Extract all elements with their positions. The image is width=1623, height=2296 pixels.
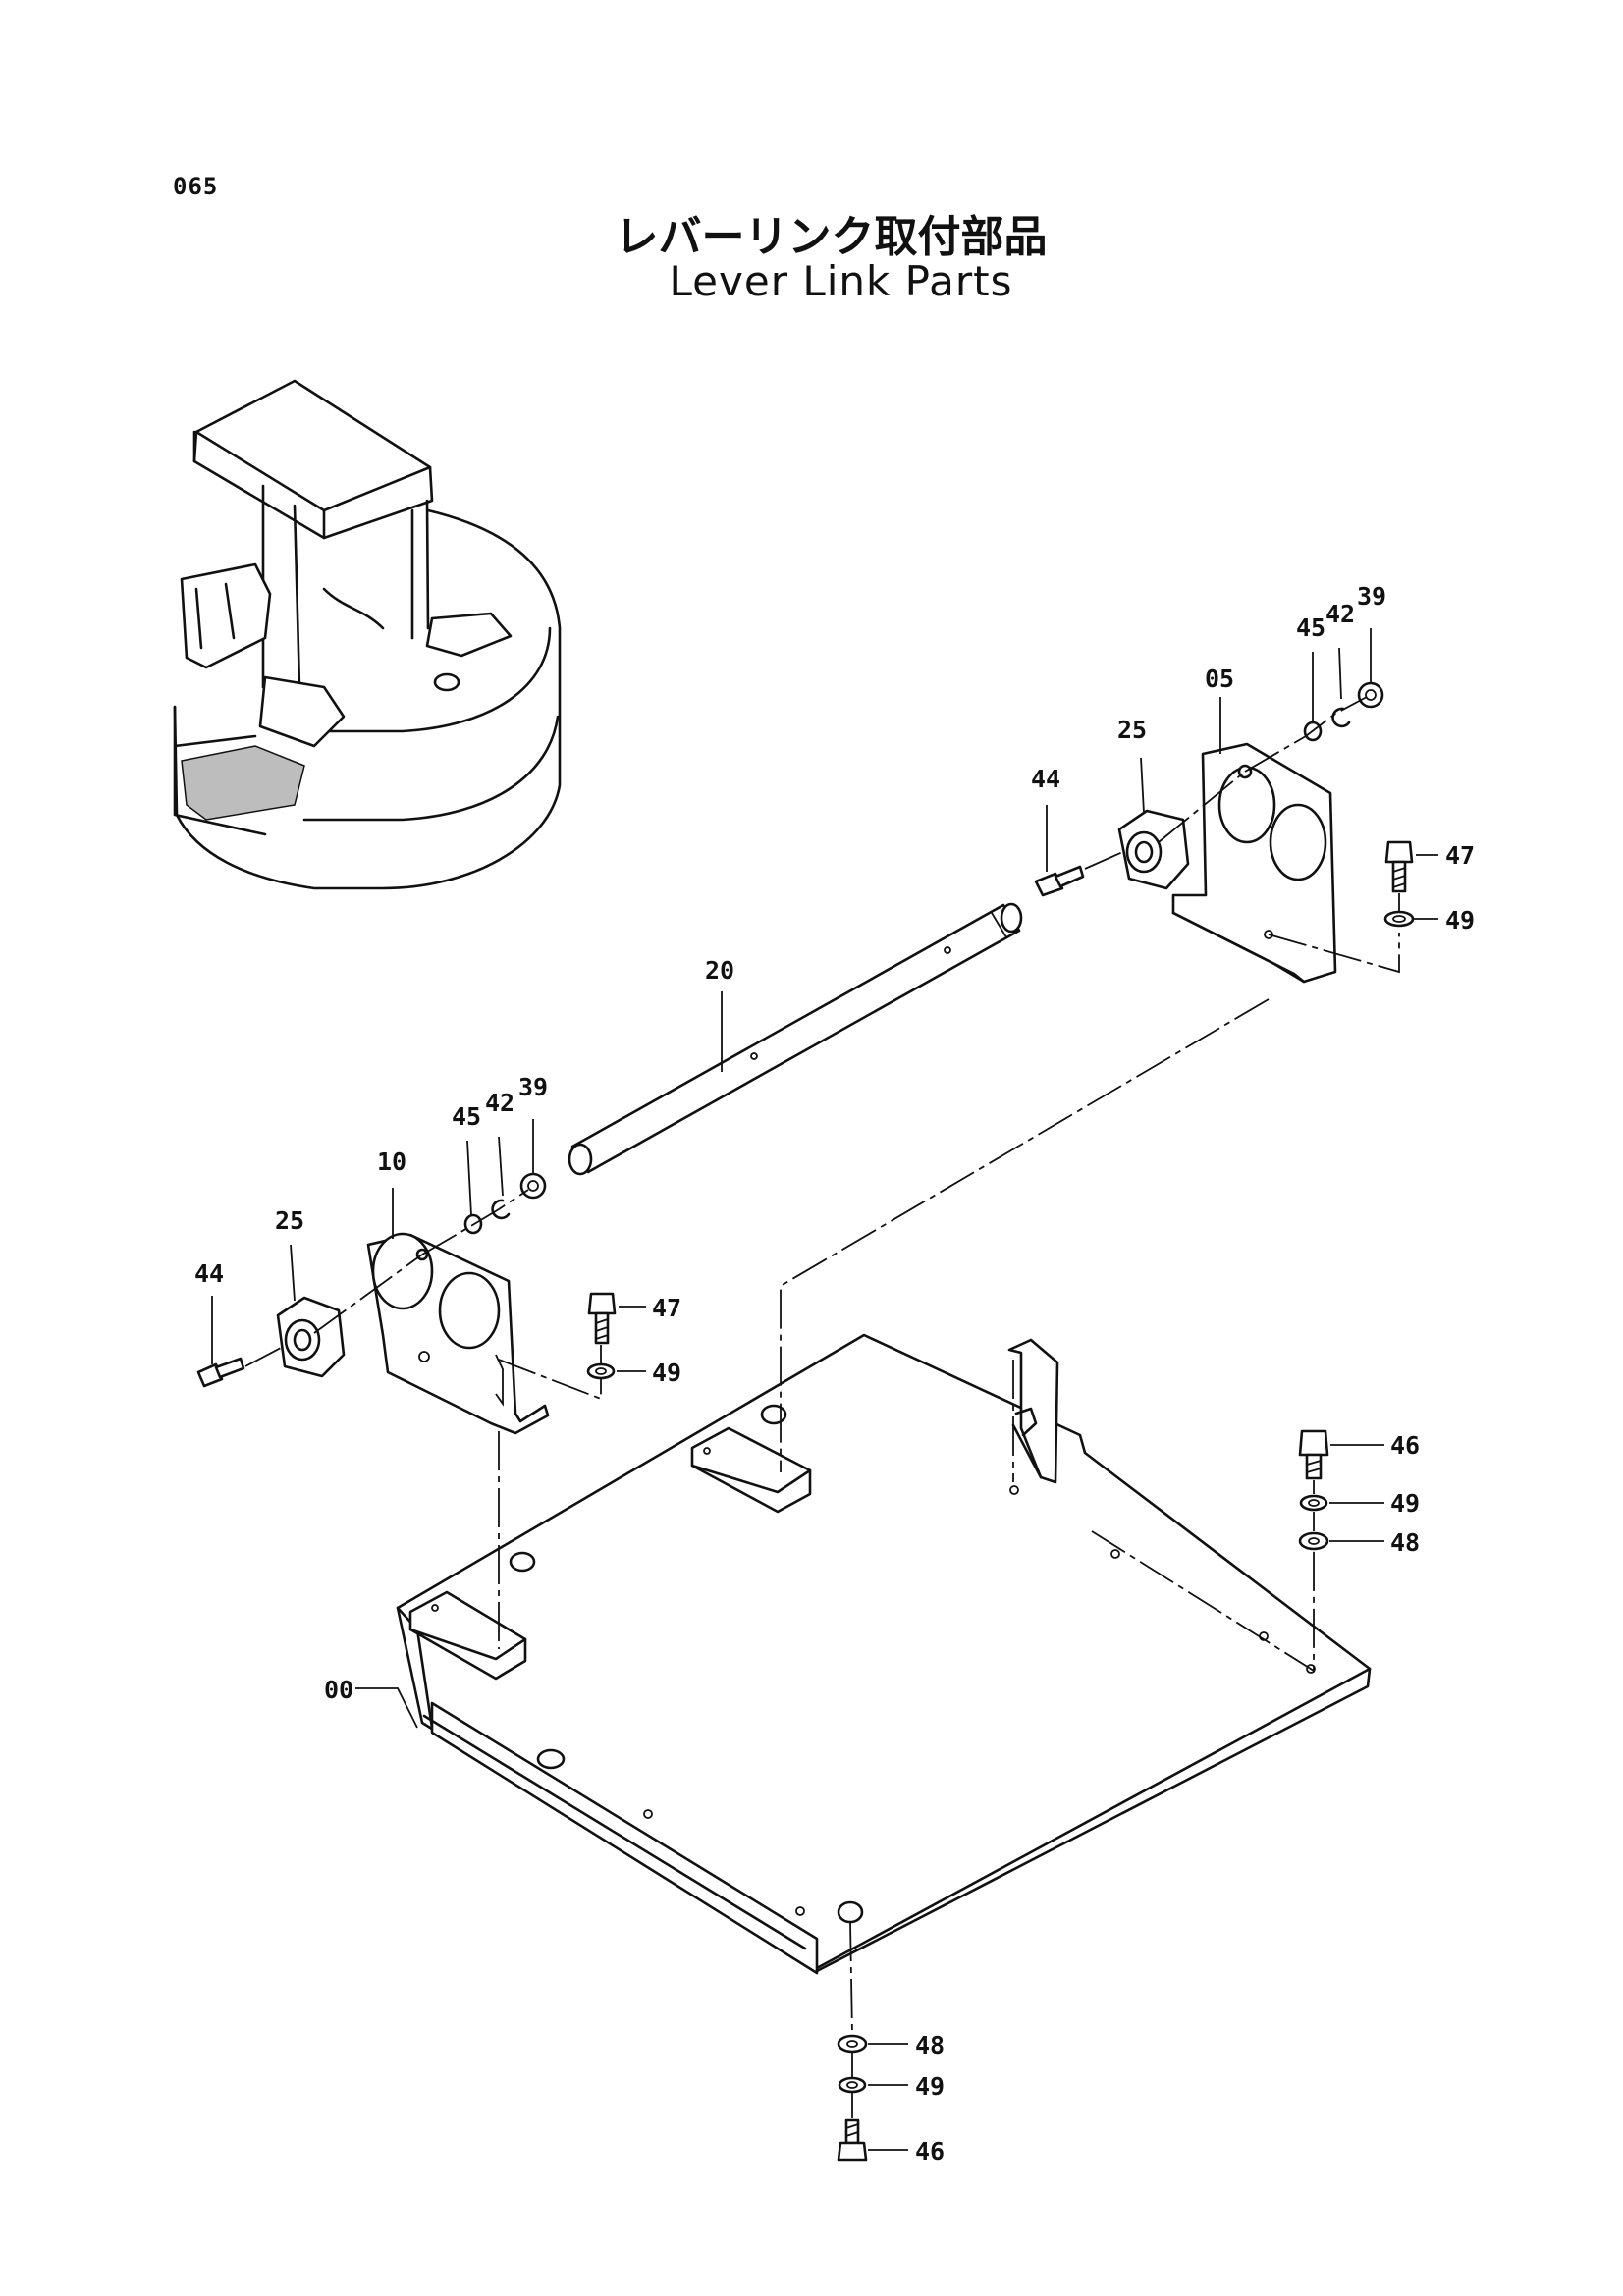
page-title-english: Lever Link Parts [669, 257, 1013, 305]
machine-overview-illustration [173, 379, 562, 890]
callout-labels: 39 42 45 05 25 44 47 49 20 39 42 45 10 2… [194, 582, 1475, 2165]
callout-39-right: 39 [1357, 582, 1386, 611]
callout-47-right: 47 [1445, 841, 1475, 870]
bolt-46-bottom [837, 2118, 868, 2162]
shaft-20 [568, 902, 1023, 1176]
callout-00: 00 [324, 1676, 353, 1704]
callout-42-right: 42 [1325, 600, 1355, 628]
callout-48-bottom: 48 [915, 2031, 945, 2059]
spring-washer-42-left [491, 1199, 511, 1220]
bracket-05 [1171, 742, 1337, 984]
callout-leaders [211, 628, 1438, 2151]
assembly-centerlines [244, 696, 1400, 2118]
washer-48-top [1298, 1531, 1329, 1551]
page-number: 065 [173, 173, 219, 200]
callout-49-top: 49 [1390, 1489, 1420, 1518]
callout-44-left: 44 [194, 1259, 224, 1288]
callout-47-left: 47 [652, 1294, 681, 1322]
callout-25-left: 25 [275, 1206, 304, 1235]
callout-49-right: 49 [1445, 906, 1475, 934]
base-plate-00 [396, 1333, 1372, 1975]
callout-10: 10 [377, 1148, 406, 1176]
flange-bearing-25-left [276, 1296, 346, 1378]
bolt-44-left [196, 1357, 245, 1388]
nut-39-left [519, 1172, 547, 1200]
washer-49-left [586, 1362, 616, 1380]
flange-bearing-25-right [1117, 809, 1190, 890]
callout-49-bottom: 49 [915, 2072, 945, 2101]
bolt-47-left [587, 1292, 617, 1345]
washer-49-bottom [838, 2076, 867, 2094]
callout-46-top: 46 [1390, 1431, 1420, 1460]
callout-42-left: 42 [485, 1089, 514, 1117]
callout-45-left: 45 [452, 1102, 481, 1131]
washer-48-bottom [837, 2034, 868, 2054]
callout-46-bottom: 46 [915, 2137, 945, 2165]
callout-44-right: 44 [1031, 765, 1060, 793]
callout-25-right: 25 [1117, 716, 1147, 744]
page-title-japanese: レバーリンク取付部品 [615, 212, 1048, 262]
callout-45-right: 45 [1296, 614, 1325, 642]
callout-20: 20 [705, 956, 734, 985]
spring-washer-42-right [1331, 707, 1351, 728]
bracket-10 [366, 1232, 550, 1435]
callout-39-left: 39 [518, 1073, 548, 1101]
callout-48-top: 48 [1390, 1528, 1420, 1557]
bolt-44-right [1034, 865, 1085, 897]
bolt-47-right [1384, 840, 1414, 893]
washer-49-top [1299, 1494, 1328, 1512]
bolt-46-top [1298, 1429, 1329, 1480]
nut-39-right [1357, 681, 1384, 709]
callout-05: 05 [1205, 665, 1234, 693]
callout-49-left: 49 [652, 1359, 681, 1387]
washer-49-right [1383, 910, 1415, 928]
